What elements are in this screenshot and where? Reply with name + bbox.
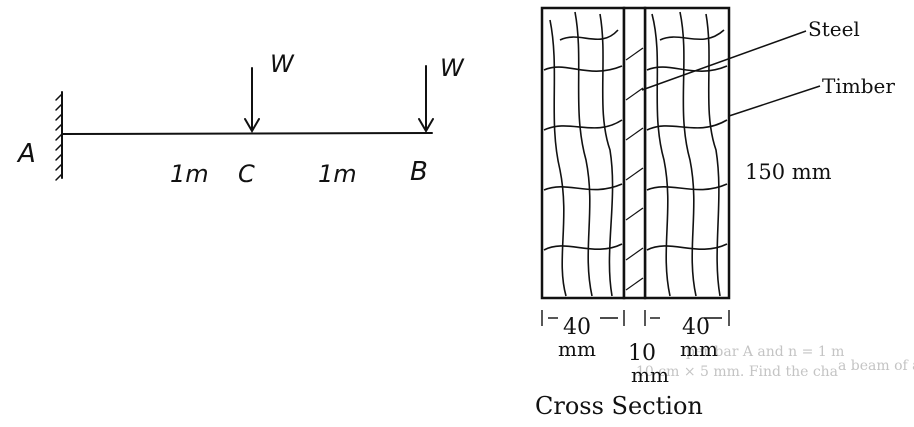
timber-grain-right [646,11,728,297]
label-a: A [16,139,36,169]
label-steel: Steel [808,17,860,41]
label-width-right-value: 40 [682,315,710,340]
label-width-mid-unit: mm [631,363,669,387]
faint-text-line-3: 10 cm × 5 mm. Find the cha [636,364,838,380]
label-b: B [410,157,428,187]
timber-grain-left [543,11,623,297]
label-c: C [238,160,255,188]
faint-background-text: a beam of a per bar A and n = 1 m 10 cm … [636,344,914,380]
label-span-left: 1m [170,160,209,188]
label-span-right: 1m [318,160,357,188]
cross-section [540,6,821,326]
cross-section-caption: Cross Section [535,392,703,420]
steel-leader-line [641,30,807,91]
load-arrow-b-head [418,118,434,133]
beam-line [61,132,433,135]
label-width-right-unit: mm [680,337,718,361]
faint-text-line-1: a beam of a [838,358,914,374]
faint-text-line-2: per bar A and n = 1 m [686,344,844,360]
fixed-support-hatching [55,93,63,181]
steel-plate-hatching [625,47,644,291]
label-load-left: W [270,50,295,78]
steel-plate [622,6,647,300]
load-arrow-c-head [244,118,260,133]
label-height: 150 mm [745,160,832,184]
timber-block-right [643,6,731,300]
leader-lines [641,30,821,117]
label-load-right: W [440,54,465,82]
label-width-left-unit: mm [558,337,596,361]
label-timber: Timber [822,74,895,98]
label-width-mid-value: 10 [628,341,656,366]
width-dimension-marks [541,310,730,326]
timber-leader-line [728,85,821,117]
label-width-left-value: 40 [563,315,591,340]
cantilever-beam-sketch [55,65,434,181]
